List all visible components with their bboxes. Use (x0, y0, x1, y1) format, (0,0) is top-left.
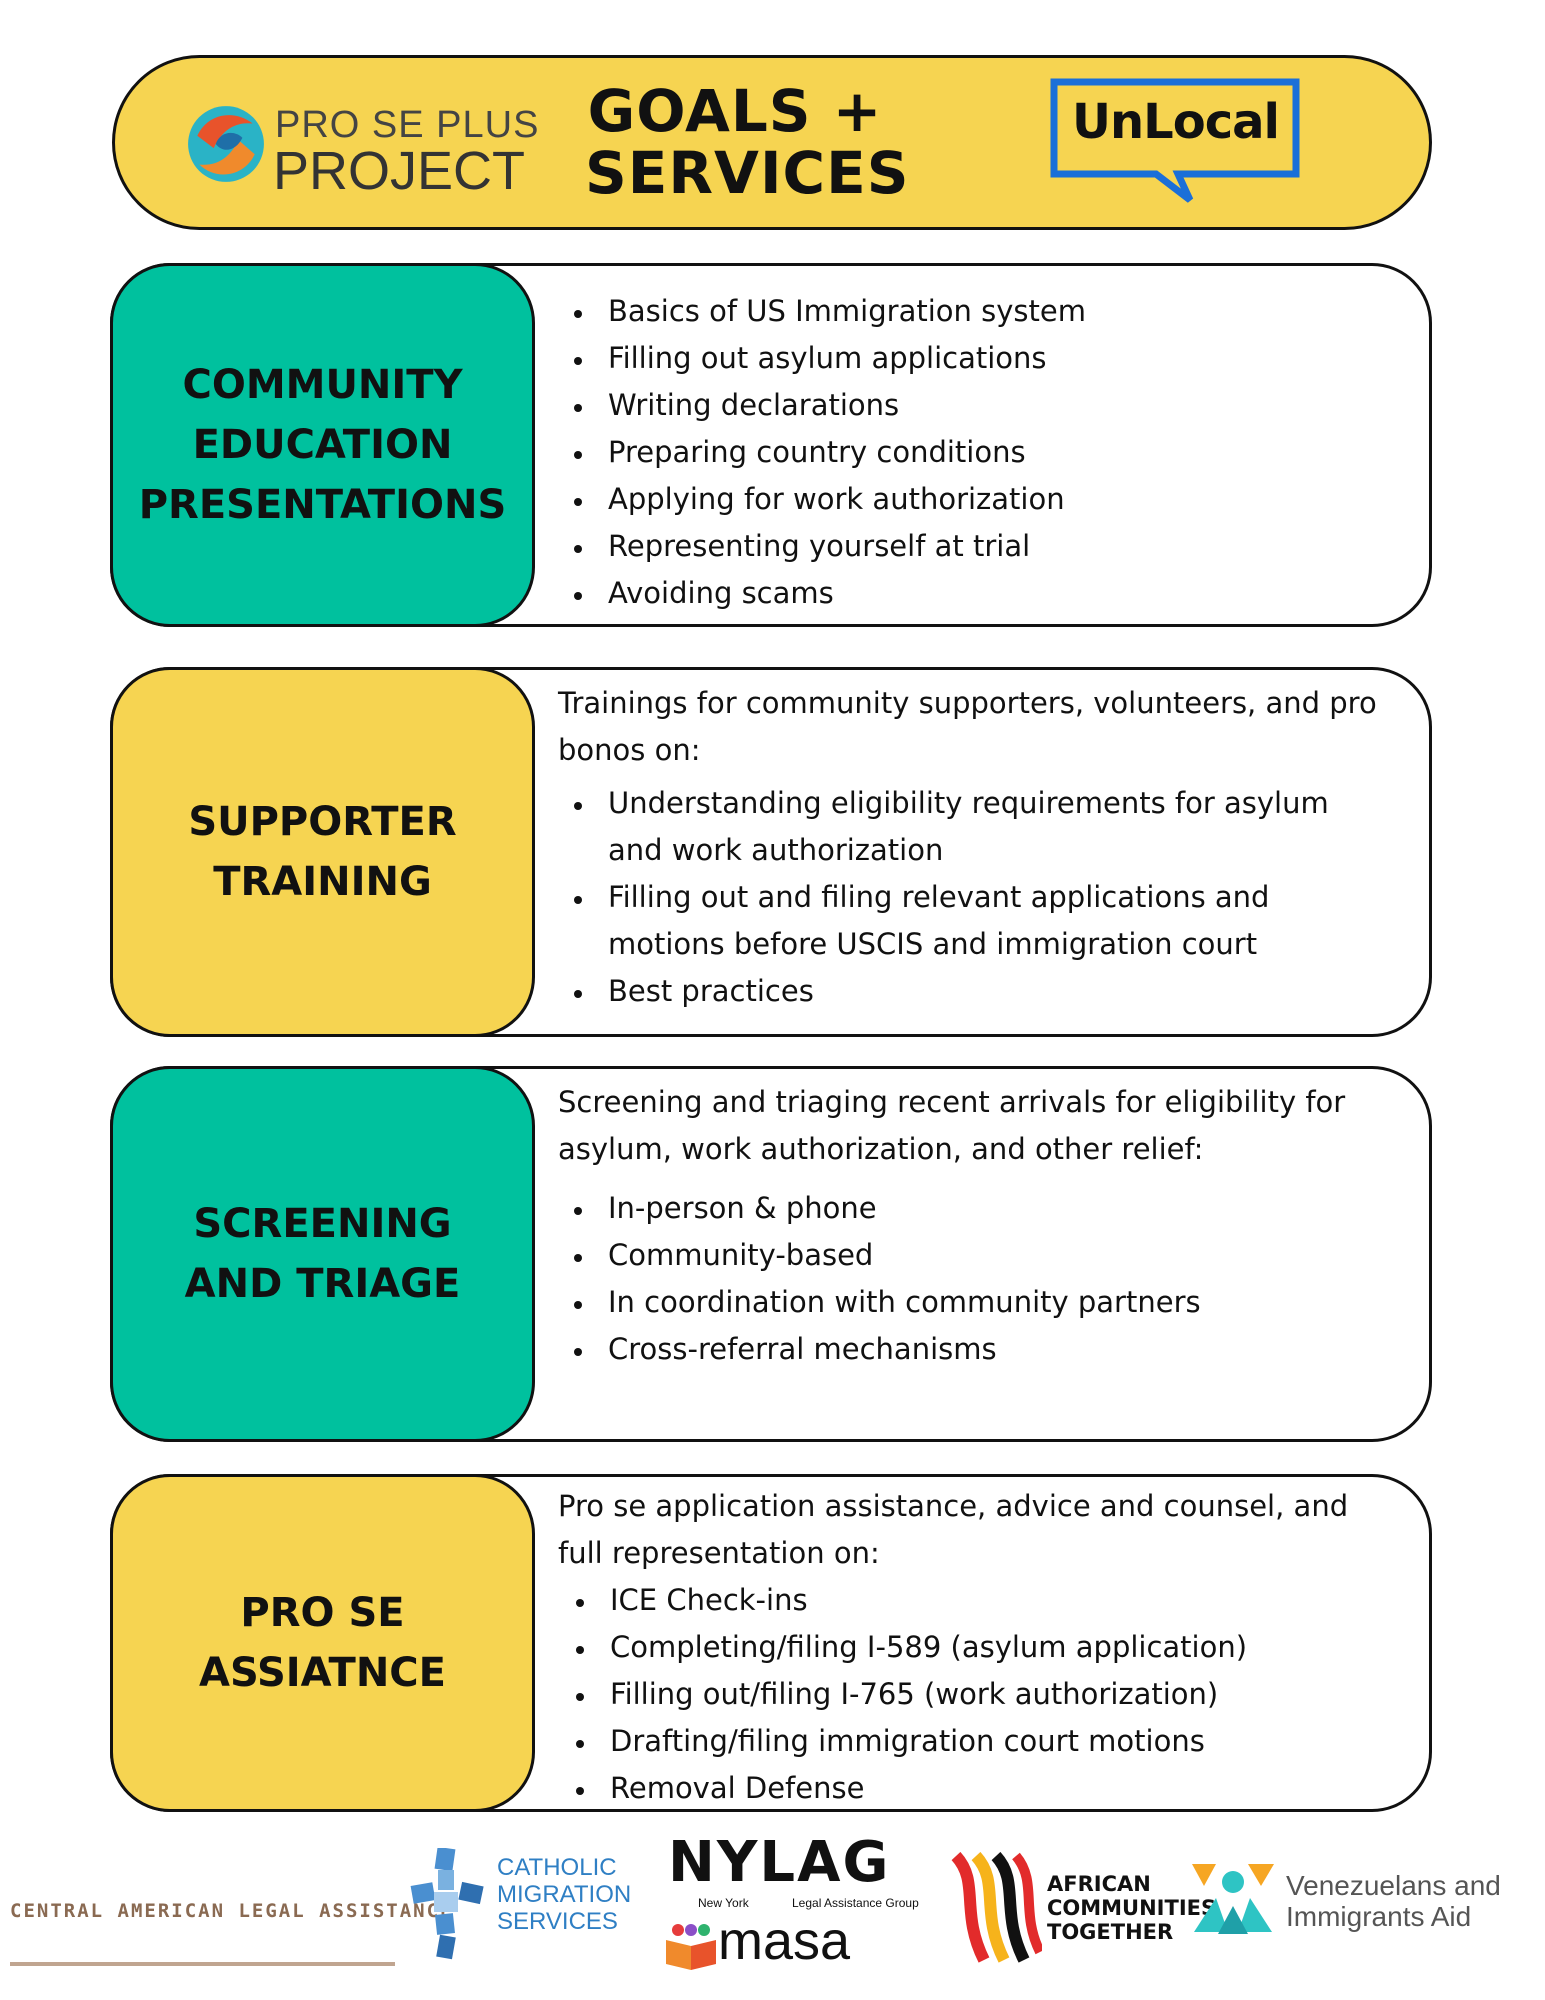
list-item: Preparing country conditions (596, 429, 1389, 476)
section-content: Basics of US Immigration system Filling … (558, 288, 1389, 617)
act-line2: COMMUNITIES (1047, 1896, 1217, 1920)
section-intro: Trainings for community supporters, volu… (558, 686, 1377, 767)
list-item: Best practices (596, 968, 1389, 1015)
logo-text-line1: PRO SE PLUS (275, 104, 540, 146)
list-item: Avoiding scams (596, 570, 1389, 617)
masa-book-icon (666, 1924, 716, 1970)
nylag-subtitle-left: New York (698, 1896, 749, 1910)
list-item: Basics of US Immigration system (596, 288, 1389, 335)
list-item: Applying for work authorization (596, 476, 1389, 523)
via-line2: Immigrants Aid (1286, 1901, 1472, 1932)
partner-logos: CENTRAL AMERICAN LEGAL ASSISTANCE CATHOL… (0, 1830, 1545, 2000)
bullet-list: In-person & phone Community-based In coo… (558, 1185, 1389, 1373)
list-item: ICE Check-ins (598, 1577, 1389, 1624)
pro-se-plus-logo-icon (188, 106, 264, 182)
section-pro-se-assistance: PRO SE ASSIATNCE Pro se application assi… (110, 1474, 1432, 1812)
cala-logo-text: CENTRAL AMERICAN LEGAL ASSISTANCE (10, 1900, 454, 1922)
unlocal-logo-text: UnLocal (1072, 94, 1280, 150)
venezuelans-immigrants-aid-icon (1192, 1864, 1274, 1934)
section-community-education: COMMUNITY EDUCATION PRESENTATIONS Basics… (110, 263, 1432, 627)
list-item: Removal Defense (598, 1765, 1389, 1812)
list-item: Filling out and filing relevant applicat… (596, 874, 1389, 968)
cms-line2: MIGRATION (497, 1881, 632, 1908)
masa-logo-text: masa (718, 1911, 851, 1971)
act-line1: AFRICAN (1047, 1872, 1151, 1896)
bullet-list: Understanding eligibility requirements f… (558, 780, 1389, 1015)
header-banner: PRO SE PLUS PROJECT GOALS + SERVICES UnL… (112, 55, 1432, 230)
list-item: Completing/filing I-589 (asylum applicat… (598, 1624, 1389, 1671)
speech-bubble-icon (1050, 78, 1300, 203)
page-title-line1: GOALS + (587, 77, 883, 145)
bullet-list: ICE Check-ins Completing/filing I-589 (a… (558, 1577, 1389, 1812)
list-item: Writing declarations (596, 382, 1389, 429)
section-content: Screening and triaging recent arrivals f… (558, 1079, 1389, 1373)
nylag-logo-text: NYLAG (668, 1830, 891, 1895)
logo-text-line2: PROJECT (273, 141, 526, 201)
bullet-list: Basics of US Immigration system Filling … (558, 288, 1389, 617)
list-item: Understanding eligibility requirements f… (596, 780, 1389, 874)
page-title: GOALS + SERVICES (585, 77, 910, 207)
cms-line1: CATHOLIC (497, 1854, 617, 1881)
cms-line3: SERVICES (497, 1908, 618, 1935)
list-item: Drafting/filing immigration court motion… (598, 1718, 1389, 1765)
section-label: COMMUNITY EDUCATION PRESENTATIONS (110, 263, 535, 627)
african-communities-together-text: AFRICAN COMMUNITIES TOGETHER (1047, 1872, 1216, 1944)
nylag-subtitle-right: Legal Assistance Group (792, 1896, 919, 1910)
page-title-line2: SERVICES (585, 139, 910, 207)
section-content: Trainings for community supporters, volu… (558, 680, 1389, 1015)
cala-logo-underline (10, 1962, 395, 1966)
act-line3: TOGETHER (1047, 1920, 1174, 1944)
via-line1: Venezuelans and (1286, 1870, 1501, 1901)
section-intro: Screening and triaging recent arrivals f… (558, 1085, 1346, 1166)
list-item: Cross-referral mechanisms (596, 1326, 1389, 1373)
section-label: SUPPORTER TRAINING (110, 667, 535, 1037)
african-communities-together-icon (951, 1852, 1042, 1963)
section-label: SCREENING AND TRIAGE (110, 1066, 535, 1442)
pro-se-plus-logo: PRO SE PLUS PROJECT (185, 98, 538, 201)
section-label: PRO SE ASSIATNCE (110, 1474, 535, 1812)
list-item: In coordination with community partners (596, 1279, 1389, 1326)
list-item: Filling out/filing I-765 (work authoriza… (598, 1671, 1389, 1718)
catholic-migration-cross-icon (410, 1848, 484, 1960)
section-supporter-training: SUPPORTER TRAINING Trainings for communi… (110, 667, 1432, 1037)
unlocal-logo: UnLocal (1050, 78, 1310, 208)
section-intro: Pro se application assistance, advice an… (558, 1489, 1349, 1570)
list-item: Community-based (596, 1232, 1389, 1279)
list-item: Filling out asylum applications (596, 335, 1389, 382)
catholic-migration-services-text: CATHOLIC MIGRATION SERVICES (497, 1854, 631, 1935)
list-item: Representing yourself at trial (596, 523, 1389, 570)
list-item: In-person & phone (596, 1185, 1389, 1232)
venezuelans-immigrants-aid-text: Venezuelans and Immigrants Aid (1286, 1870, 1501, 1932)
section-content: Pro se application assistance, advice an… (558, 1483, 1389, 1812)
section-screening-triage: SCREENING AND TRIAGE Screening and triag… (110, 1066, 1432, 1442)
